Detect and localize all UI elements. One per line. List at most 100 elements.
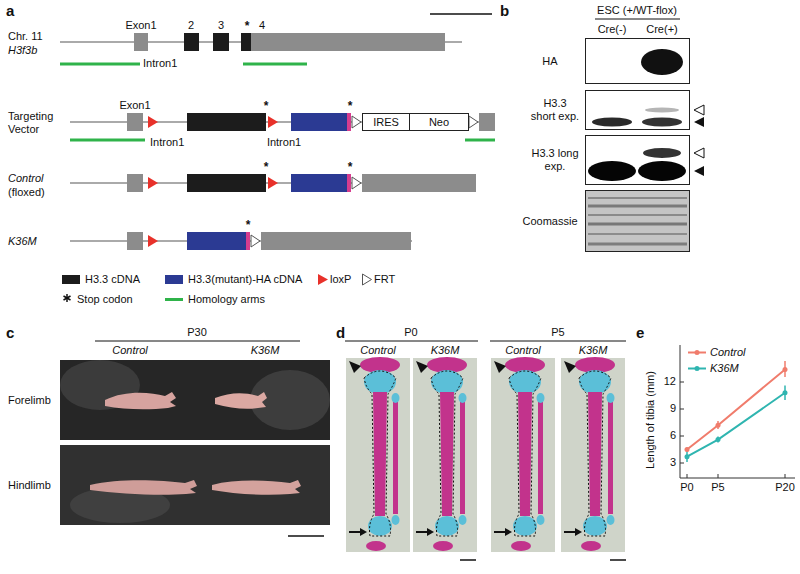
stop-symbol bbox=[64, 296, 71, 300]
gene-name: H3f3b bbox=[8, 44, 37, 56]
legend-text: H3.3 cDNA bbox=[85, 273, 140, 286]
legend-text: Stop codon bbox=[77, 293, 133, 305]
intron-label: Intron1 bbox=[267, 136, 301, 148]
legend-text: H3.3(mutant)-HA cDNA bbox=[188, 273, 302, 285]
gene-map bbox=[268, 116, 278, 128]
gene-map bbox=[70, 139, 145, 142]
gene-name: H3f3b bbox=[8, 44, 37, 57]
age-label: P0 bbox=[404, 326, 417, 339]
genotype-label: K36M bbox=[579, 344, 608, 356]
western-blot bbox=[588, 214, 687, 216]
intron-label: Intron1 bbox=[143, 57, 177, 70]
legend-text: H3.3 cDNA bbox=[85, 273, 140, 285]
gene-map bbox=[347, 174, 351, 192]
box-text: Neo bbox=[429, 116, 449, 129]
genotype-label: Control bbox=[505, 344, 540, 356]
limb-photo bbox=[95, 341, 300, 342]
line-chart bbox=[680, 409, 684, 410]
stop-codon: * bbox=[246, 218, 251, 232]
line-chart bbox=[685, 447, 690, 452]
gene-map bbox=[243, 63, 307, 66]
tick-label: 9 bbox=[670, 402, 676, 415]
stop-codon: * bbox=[264, 160, 269, 174]
gene-map bbox=[352, 177, 361, 189]
skeletal-stain bbox=[413, 357, 477, 552]
western-blot bbox=[645, 108, 679, 113]
legend-swatch bbox=[165, 298, 183, 301]
blot-panel: H3.3 short exp. bbox=[585, 90, 690, 130]
exon-label: Exon1 bbox=[125, 19, 156, 32]
stop-codon: * bbox=[348, 99, 353, 113]
legend-text: Homology arms bbox=[188, 293, 265, 305]
gene-map bbox=[187, 174, 266, 192]
exon-label: 3 bbox=[218, 19, 224, 32]
legend-text: Control bbox=[710, 346, 745, 358]
limb-photo bbox=[215, 392, 267, 409]
row-label: Control bbox=[8, 172, 43, 185]
stop-codon: * bbox=[264, 99, 269, 113]
legend-text: loxP bbox=[330, 273, 351, 285]
skeletal-stain bbox=[345, 341, 478, 342]
blot-panel: H3.3 long exp. bbox=[585, 135, 690, 185]
limb-label: Hindlimb bbox=[8, 479, 51, 492]
gene-map bbox=[352, 116, 361, 128]
western-blot bbox=[694, 148, 704, 158]
exon-label: 4 bbox=[259, 19, 265, 32]
cassette-box: IRES bbox=[362, 113, 410, 131]
lane-label: Cre(-) bbox=[598, 23, 627, 36]
blot-panel: Coomassie bbox=[585, 190, 690, 252]
tick-label: 12 bbox=[664, 375, 676, 388]
gene-map bbox=[213, 33, 229, 51]
chromosome-label: Chr. 11 bbox=[8, 30, 43, 43]
legend-swatch bbox=[62, 275, 80, 284]
line-chart bbox=[716, 423, 721, 428]
row-label: Targeting Vector bbox=[8, 110, 66, 136]
stop-codon: * bbox=[245, 19, 250, 33]
line-chart bbox=[680, 436, 684, 437]
gene-map bbox=[479, 113, 495, 131]
genotype-label: Control bbox=[505, 344, 540, 357]
stop-codon: * bbox=[348, 99, 353, 113]
limb-photo bbox=[105, 392, 176, 409]
genotype-label: Control bbox=[112, 344, 147, 357]
tick-label: P5 bbox=[711, 481, 724, 493]
skeletal-stain bbox=[490, 341, 626, 342]
gene-map bbox=[268, 177, 278, 189]
age-label: P5 bbox=[551, 326, 564, 338]
western-blot bbox=[588, 243, 687, 246]
age-label: P0 bbox=[404, 326, 417, 338]
gene-map bbox=[134, 33, 148, 51]
stop-codon: * bbox=[264, 160, 269, 174]
exon-label: 2 bbox=[188, 19, 194, 32]
sample-header: ESC (+/WT-flox) bbox=[597, 4, 677, 16]
legend-swatch bbox=[165, 275, 183, 284]
intron-label: Intron1 bbox=[143, 57, 177, 69]
genotype-label: K36M bbox=[431, 344, 460, 357]
chromosome-label: Chr. 11 bbox=[8, 30, 43, 42]
legend-text: Stop codon bbox=[77, 293, 133, 306]
gene-map bbox=[291, 113, 347, 131]
gene-map bbox=[60, 14, 495, 250]
axis-title: Length of tibia (mm) bbox=[644, 371, 656, 469]
panel-letter: d bbox=[336, 324, 345, 341]
blot-label: HA bbox=[520, 55, 580, 68]
gene-map bbox=[291, 174, 347, 192]
row-label: Targeting Vector bbox=[8, 110, 53, 135]
line-chart bbox=[785, 474, 786, 478]
legend-text: Control bbox=[710, 346, 745, 359]
western-blot bbox=[642, 118, 682, 127]
legend-swatch bbox=[688, 346, 706, 359]
panel-letter: a bbox=[6, 2, 14, 20]
age-label: P30 bbox=[187, 326, 207, 338]
panel-letter: e bbox=[636, 324, 644, 342]
panel-letter: b bbox=[500, 2, 509, 19]
tick-label: P0 bbox=[680, 481, 693, 493]
row-label: Control bbox=[8, 172, 43, 184]
cassette-box: Neo bbox=[409, 113, 469, 131]
blot-label: Coomassie bbox=[520, 215, 580, 228]
western-blot bbox=[694, 105, 704, 115]
legend-text: loxP bbox=[330, 273, 351, 286]
western-blot bbox=[586, 19, 704, 251]
gene-map bbox=[187, 113, 266, 131]
exon-label: Exon1 bbox=[125, 19, 156, 31]
